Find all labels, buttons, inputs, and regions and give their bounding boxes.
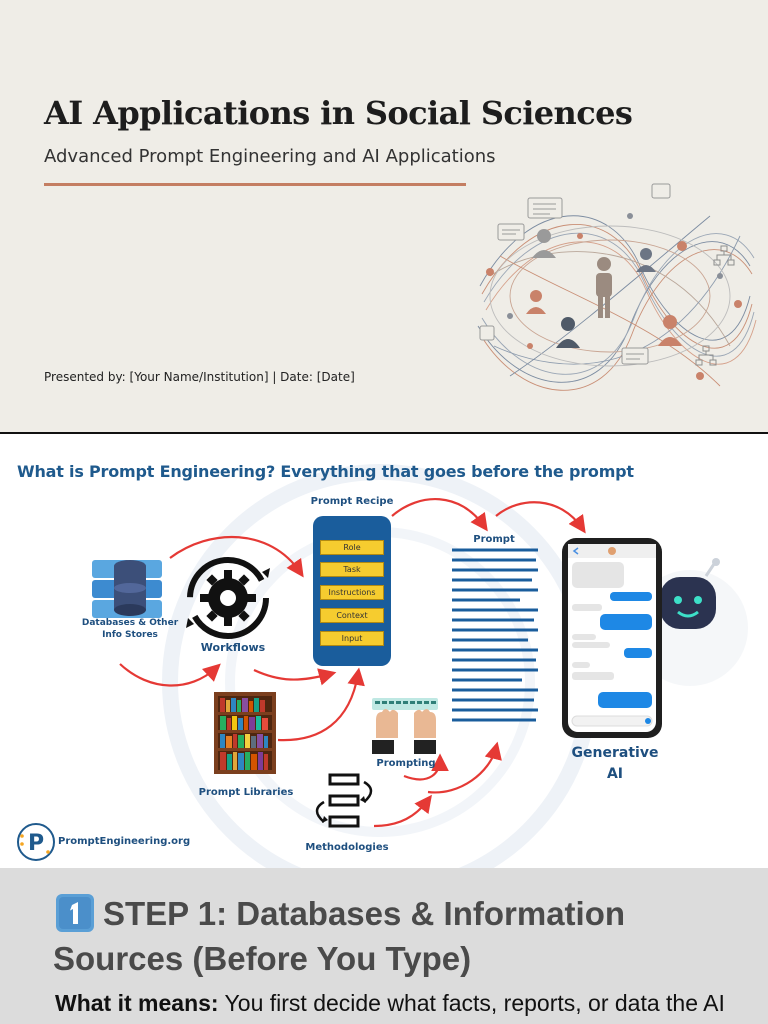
recipe-item-input: Input [320, 631, 384, 646]
slide-separator [0, 432, 768, 442]
databases-label-line2: Info Stores [102, 630, 158, 640]
prompt-label: Prompt [473, 534, 515, 545]
prompt-recipe-label: Prompt Recipe [310, 496, 394, 507]
keycap-one-icon [56, 894, 94, 932]
slide-title: AI Applications in Social Sciences [44, 94, 633, 132]
person-icon [532, 229, 556, 258]
prompt-libraries-label: Prompt Libraries [198, 787, 294, 798]
step1-body: What it means: You first decide what fac… [55, 988, 755, 1024]
prompt-text-lines [452, 548, 538, 722]
methodologies-label: Methodologies [305, 842, 389, 853]
bookshelf-icon [214, 692, 276, 774]
generative-ai-label-line2: AI [606, 766, 624, 782]
database-icon [92, 560, 162, 618]
generative-ai-label-line1: Generative [571, 745, 659, 761]
recipe-item-task: Task [320, 562, 384, 577]
slide-subtitle: Advanced Prompt Engineering and AI Appli… [44, 146, 496, 167]
body-lead: What it means: [55, 990, 219, 1016]
prompt-engineering-diagram: P [17, 464, 748, 868]
step1-slide [0, 868, 768, 1024]
slide-title: What is Prompt Engineering? Everything t… [17, 462, 634, 481]
recipe-item-instructions: Instructions [320, 585, 384, 600]
brand-text: PromptEngineering.org [58, 836, 191, 847]
body-text: You first decide what facts, reports, or… [55, 990, 725, 1024]
workflows-label: Workflows [200, 641, 266, 654]
recipe-item-context: Context [320, 608, 384, 623]
promptengineering-logo-icon: P [17, 823, 55, 861]
presenter-line: Presented by: [Your Name/Institution] | … [44, 370, 355, 384]
flow-arrows [119, 497, 586, 828]
workflow-gear-icon [186, 557, 270, 639]
databases-label-line1: Databases & Other [81, 618, 179, 628]
prompt-engineering-slide: P What is Prompt Engineering? Everything… [0, 442, 768, 868]
network-illustration [477, 183, 757, 391]
svg-text:P: P [28, 831, 44, 856]
title-slide: AI Applications in Social Sciences Advan… [0, 0, 768, 432]
title-underline [44, 183, 466, 186]
methodologies-icon [315, 773, 373, 828]
prompting-label: Prompting [376, 758, 436, 769]
step1-heading: STEP 1: Databases & Information Sources … [53, 895, 626, 977]
typing-hands-icon [372, 698, 438, 754]
recipe-item-role: Role [320, 540, 384, 555]
phone-illustration [562, 538, 662, 738]
